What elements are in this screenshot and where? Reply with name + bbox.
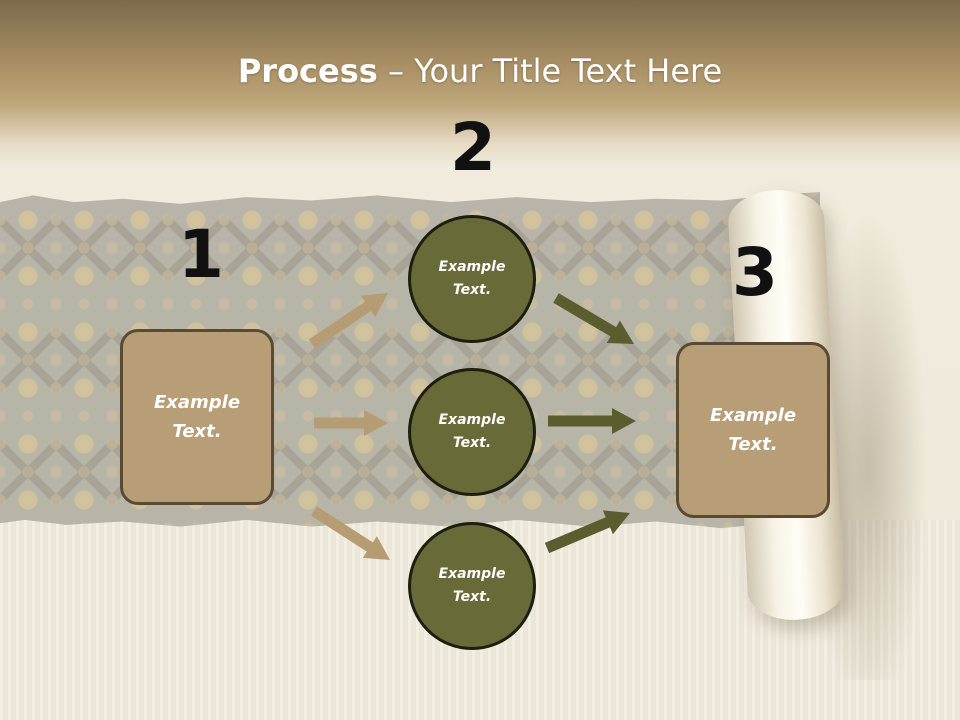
right-box: Example Text. xyxy=(676,342,830,518)
arrow-bottom-to-right-icon xyxy=(544,510,630,554)
right-box-text: Example Text. xyxy=(709,405,797,455)
arrow-left-to-top-icon xyxy=(308,292,389,349)
circle-middle-text: Example Text. xyxy=(438,412,506,451)
left-box-text: Example Text. xyxy=(153,392,241,442)
circle-bottom: Example Text. xyxy=(408,522,536,650)
circle-bottom-text: Example Text. xyxy=(438,566,506,605)
circle-middle: Example Text. xyxy=(408,368,536,496)
arrow-middle-to-right-icon xyxy=(548,408,636,434)
left-box: Example Text. xyxy=(120,329,274,505)
title-rest: – Your Title Text Here xyxy=(377,52,723,90)
title-bold: Process xyxy=(237,52,378,90)
arrow-top-to-right-icon xyxy=(553,293,634,344)
slide-title: Process – Your Title Text Here xyxy=(0,52,960,90)
circle-top-text: Example Text. xyxy=(438,259,506,298)
circle-top: Example Text. xyxy=(408,215,536,343)
step-number-2: 2 xyxy=(450,109,496,186)
step-number-3: 3 xyxy=(732,234,778,311)
arrow-left-to-middle-icon xyxy=(314,410,388,436)
header-band xyxy=(0,0,960,170)
step-number-1: 1 xyxy=(178,216,224,293)
arrow-left-to-bottom-icon xyxy=(311,506,391,561)
